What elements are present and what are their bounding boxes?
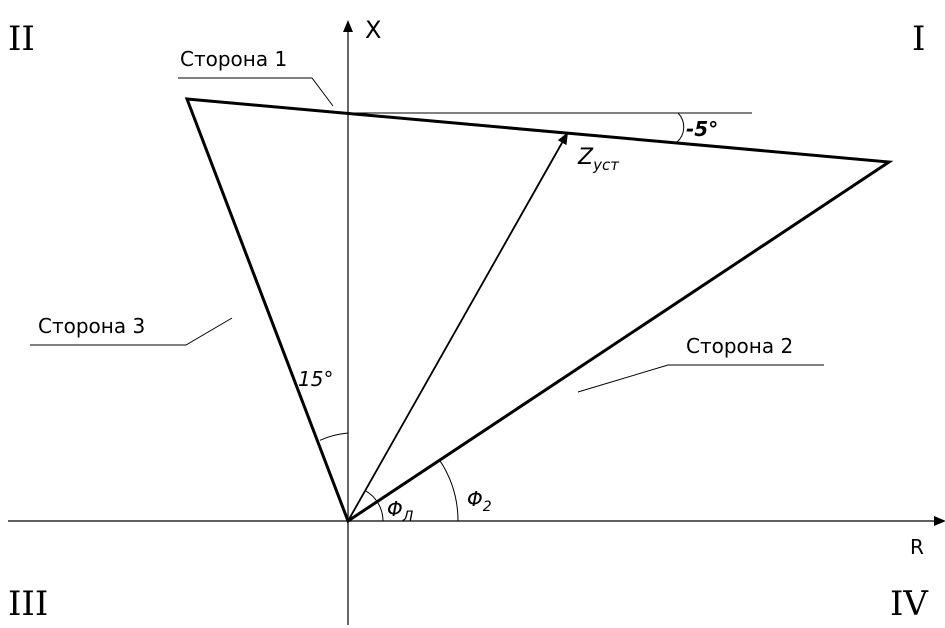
- z-setting-vector: [347, 132, 568, 522]
- x-axis-label: X: [365, 16, 381, 44]
- side3-leader: [30, 317, 233, 346]
- side1-label: Сторона 1: [180, 47, 287, 71]
- side3-label: Сторона 3: [38, 314, 145, 338]
- z-setting-label: Zуст: [577, 145, 620, 174]
- side2-leader: [577, 364, 824, 393]
- quadrant-2-label: II: [8, 19, 35, 59]
- characteristic-triangle: [184, 97, 894, 524]
- angle-arc-15deg: [319, 432, 349, 441]
- angle-arc-phi-l: [364, 490, 384, 522]
- angle-arc-minus5deg: [676, 112, 685, 143]
- quadrant-1-label: I: [912, 19, 925, 59]
- side2-label: Сторона 2: [686, 334, 793, 358]
- quadrant-3-label: III: [8, 584, 48, 624]
- r-axis-label: R: [910, 535, 924, 559]
- angle-label-phi-2: Φ2: [467, 487, 492, 515]
- angle-label-minus5: -5°: [686, 117, 718, 141]
- angle-label-15: 15°: [298, 367, 333, 391]
- quadrant-4-label: IV: [890, 584, 929, 624]
- side1-leader: [178, 77, 334, 107]
- angle-label-phi-l: ΦЛ: [387, 497, 414, 525]
- angle-arc-phi-2: [439, 460, 459, 522]
